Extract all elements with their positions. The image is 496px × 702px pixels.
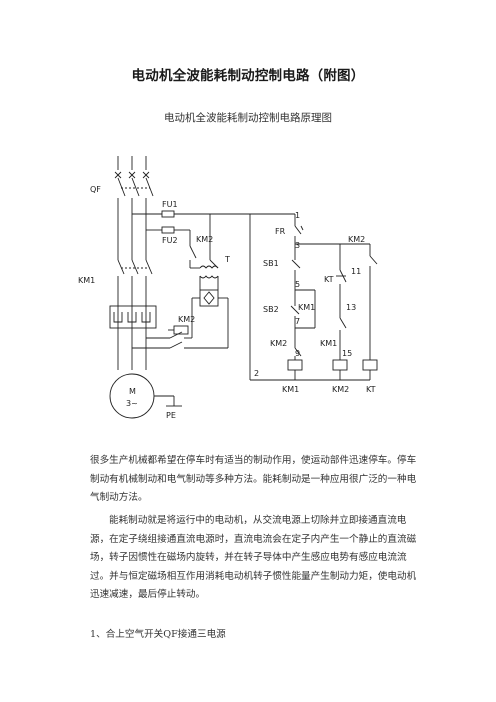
paragraph-principle: 能耗制动就是将运行中的电动机，从交流电源上切除并立即接通直流电源，在定子绕组接通… xyxy=(90,515,417,600)
label-n15: 15 xyxy=(342,349,352,358)
label-km2-mid: KM2 xyxy=(178,315,195,324)
label-km1-main: KM1 xyxy=(78,276,95,285)
label-coil-km2: KM2 xyxy=(332,385,349,394)
label-n11: 11 xyxy=(351,267,361,276)
contactor-km1-main xyxy=(117,259,153,370)
label-km2-aux-l: KM2 xyxy=(270,339,287,348)
label-n3: 3 xyxy=(295,241,300,250)
paragraph-intro: 很多生产机械都希望在停车时有适当的制动作用，使运动部件迅速停车。停车制动有机械制… xyxy=(90,455,417,503)
label-sb1: SB1 xyxy=(263,259,279,268)
label-motor-m: M xyxy=(129,387,136,396)
label-qf: QF xyxy=(90,185,101,194)
label-sb2: SB2 xyxy=(263,305,279,314)
label-pe: PE xyxy=(166,411,176,420)
transformer-t xyxy=(189,230,229,348)
control-circuit xyxy=(250,213,378,381)
label-t: T xyxy=(224,255,230,264)
label-n2: 2 xyxy=(254,369,259,378)
label-coil-kt: KT xyxy=(366,385,376,394)
label-km2-aux-r: KM2 xyxy=(348,235,365,244)
document-title: 电动机全波能耗制动控制电路（附图） xyxy=(131,68,365,84)
label-km1-aux: KM1 xyxy=(298,303,315,312)
label-n9: 9 xyxy=(295,349,300,358)
circuit-diagram: QF FU1 FU2 KM2 T KM1 xyxy=(78,156,378,420)
motor xyxy=(109,373,182,419)
step-1: 1、合上空气开关QF接通三电源 xyxy=(90,629,226,640)
contactor-km2-braking xyxy=(132,325,228,349)
label-n5: 5 xyxy=(295,280,300,289)
label-coil-km1: KM1 xyxy=(282,385,299,394)
label-n13: 13 xyxy=(346,303,356,312)
label-fu1: FU1 xyxy=(162,200,178,209)
label-n1: 1 xyxy=(295,211,300,220)
label-motor-3: 3~ xyxy=(126,399,138,408)
label-km1-aux-r: KM1 xyxy=(320,339,337,348)
label-fu2: FU2 xyxy=(162,236,178,245)
label-n7: 7 xyxy=(295,317,300,326)
label-km2-top: KM2 xyxy=(196,235,213,244)
thermal-relay-fr xyxy=(109,305,157,329)
breaker-qf xyxy=(114,156,154,260)
label-fr: FR xyxy=(275,227,286,236)
fuses xyxy=(132,210,251,380)
label-kt-contact: KT xyxy=(324,275,334,284)
figure-caption: 电动机全波能耗制动控制电路原理图 xyxy=(164,112,332,124)
